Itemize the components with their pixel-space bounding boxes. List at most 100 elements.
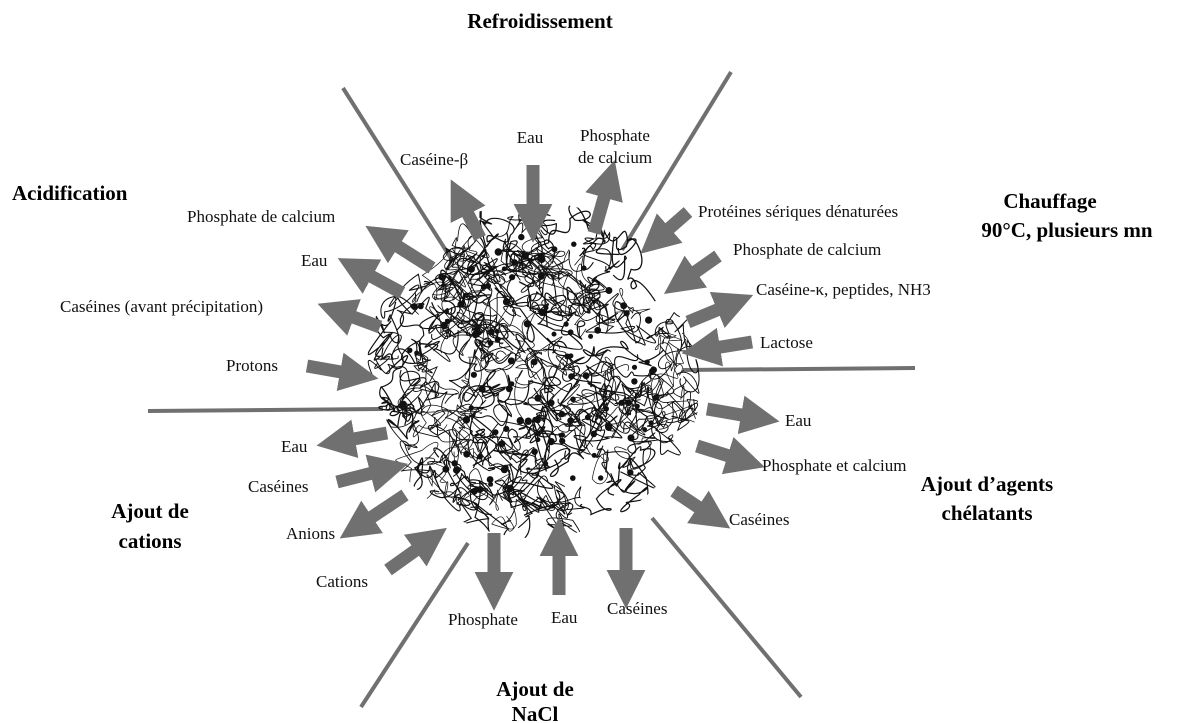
title-chelatants-line2: chélatants: [941, 501, 1033, 525]
calcium-phosphate-nanocluster: [477, 453, 483, 460]
calcium-phosphate-nanocluster: [505, 385, 513, 393]
casein-fibre: [619, 401, 698, 432]
calcium-phosphate-nanocluster: [649, 368, 656, 375]
label-whey-proteins: Protéines sériques dénaturées: [698, 202, 899, 221]
label-phosphate-and-calcium: Phosphate et calcium: [762, 456, 907, 475]
calcium-phosphate-nanocluster: [559, 432, 565, 438]
label-caseins-right: Caséines: [729, 510, 790, 529]
casein-fibre: [500, 239, 555, 275]
divider-lower-left: [359, 541, 470, 709]
casein-fibre: [579, 479, 622, 516]
divider-left: [147, 407, 384, 413]
calcium-phosphate-nanocluster: [538, 308, 546, 317]
arrow-caseins-out-left: [317, 299, 383, 336]
calcium-phosphate-nanocluster: [502, 464, 509, 472]
casein-fibre: [451, 235, 498, 292]
casein-fibre: [596, 421, 652, 476]
casein-micelle: [367, 202, 703, 538]
calcium-phosphate-nanocluster: [547, 399, 555, 407]
casein-fibre: [492, 426, 531, 453]
calcium-phosphate-nanocluster: [468, 405, 474, 411]
calcium-phosphate-nanocluster: [470, 371, 477, 378]
calcium-phosphate-nanocluster: [558, 410, 566, 418]
label-de-calcium-top: de calcium: [577, 148, 653, 167]
casein-fibre: [576, 384, 616, 426]
calcium-phosphate-nanocluster: [463, 450, 471, 458]
casein-fibre: [480, 331, 525, 371]
casein-fibre: [465, 290, 535, 357]
casein-fibre: [529, 350, 581, 423]
casein-fibre: [494, 287, 583, 350]
casein-fibre: [469, 368, 535, 422]
calcium-phosphate-nanocluster: [502, 298, 511, 306]
calcium-phosphate-nanocluster: [480, 283, 487, 290]
calcium-phosphate-nanocluster: [511, 259, 518, 266]
casein-fibre: [468, 411, 499, 466]
casein-fibre: [672, 369, 702, 423]
calcium-phosphate-nanocluster: [570, 475, 576, 481]
sector-dividers: [147, 70, 916, 709]
casein-fibre: [497, 214, 548, 238]
casein-fibre: [439, 416, 478, 459]
calcium-phosphate-nanocluster: [567, 329, 574, 336]
casein-fibre: [585, 349, 612, 418]
calcium-phosphate-nanocluster: [631, 364, 638, 370]
casein-fibre: [662, 332, 690, 387]
label-protons: Protons: [226, 356, 278, 375]
casein-fibre: [561, 354, 602, 384]
label-lactose: Lactose: [760, 333, 813, 352]
casein-fibre: [502, 238, 534, 273]
casein-fibre: [601, 461, 657, 493]
calcium-phosphate-nanocluster: [444, 309, 449, 315]
calcium-phosphate-nanocluster: [488, 481, 494, 487]
title-cations-line1: Ajout de: [111, 499, 189, 523]
casein-fibre: [583, 227, 611, 270]
calcium-phosphate-nanocluster: [440, 321, 448, 330]
casein-fibre: [470, 383, 581, 427]
casein-fibre: [525, 347, 568, 378]
calcium-phosphate-nanocluster: [492, 429, 499, 436]
label-anions: Anions: [286, 524, 336, 543]
casein-fibre: [397, 390, 449, 438]
calcium-phosphate-nanocluster: [494, 248, 502, 256]
arrow-anions-out: [339, 489, 409, 539]
arrow-water-out-right: [705, 395, 780, 435]
casein-fibre: [658, 385, 698, 425]
casein-fibre: [506, 251, 586, 340]
calcium-phosphate-nanocluster: [568, 373, 575, 380]
casein-fibre: [367, 301, 400, 361]
arrow-casein-beta-out: [450, 179, 486, 241]
calcium-phosphate-nanocluster: [487, 340, 494, 346]
casein-fibre: [381, 338, 440, 366]
label-phosphate-bottom: Phosphate: [448, 610, 518, 629]
calcium-phosphate-nanocluster: [542, 460, 549, 467]
calcium-phosphate-nanocluster: [559, 437, 566, 445]
casein-fibre: [558, 263, 600, 322]
arrow-calcium-phosphate-out-top: [585, 159, 623, 235]
calcium-phosphate-nanocluster: [471, 331, 479, 339]
casein-fibre: [489, 404, 539, 476]
calcium-phosphate-nanocluster: [410, 303, 418, 310]
calcium-phosphate-nanocluster: [547, 438, 555, 446]
arrow-calcium-phosphate-in-right: [663, 250, 722, 294]
casein-fibre: [443, 459, 483, 508]
calcium-phosphate-nanocluster: [571, 241, 577, 247]
casein-fibre: [437, 305, 522, 345]
casein-fibre: [611, 236, 656, 302]
calcium-phosphate-nanocluster: [531, 448, 538, 456]
calcium-phosphate-nanocluster: [537, 272, 545, 280]
casein-fibre: [380, 386, 420, 440]
calcium-phosphate-nanocluster: [605, 422, 611, 429]
casein-fibre: [544, 286, 594, 327]
label-caseins-bottom: Caséines: [607, 599, 668, 618]
calcium-phosphate-nanocluster: [535, 418, 541, 424]
calcium-phosphate-nanocluster: [534, 394, 542, 402]
casein-fibre: [622, 385, 682, 456]
casein-fibre: [533, 376, 579, 422]
label-phosphate-top: Phosphate: [580, 126, 650, 145]
calcium-phosphate-nanocluster: [584, 414, 591, 421]
calcium-phosphate-nanocluster: [494, 329, 500, 334]
casein-fibre: [464, 343, 537, 392]
calcium-phosphate-nanocluster: [399, 400, 407, 408]
label-water-left: Eau: [301, 251, 328, 270]
